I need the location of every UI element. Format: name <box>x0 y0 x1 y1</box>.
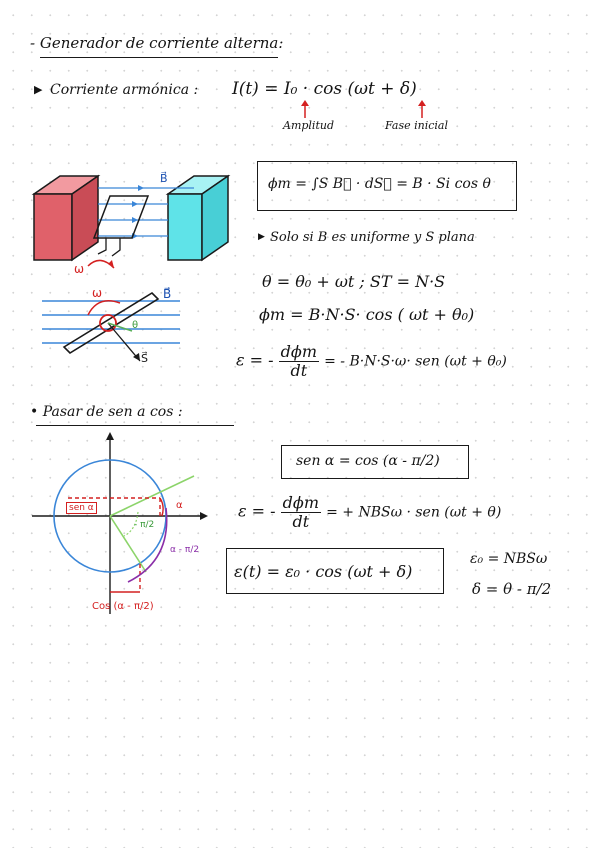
generator-figure <box>31 174 231 269</box>
emf2-rhs: = + NBSω · sen (ωt + θ) <box>326 504 502 521</box>
b-vector-label-top: B⃗ <box>160 172 168 185</box>
phase-label: Fase inicial <box>385 119 448 132</box>
magnet-right-side <box>201 174 229 262</box>
sen-alpha-label: sen α <box>66 502 97 514</box>
harmonic-label: Corriente armónica : <box>50 82 199 98</box>
eq-theta: θ = θ₀ + ωt ; ST = N·S <box>262 272 446 291</box>
unit-circle-figure <box>32 432 208 614</box>
b-vector-label-mid: B⃗ <box>163 287 172 301</box>
minus-pi2-label: - π/2 <box>134 520 155 530</box>
emf-den: dt <box>290 360 308 380</box>
theta-label: θ <box>132 320 139 331</box>
emf2-fraction: dϕm dt <box>280 493 321 531</box>
delta-eq: δ = θ - π/2 <box>472 580 552 598</box>
final-formula: ε(t) = ε₀ · cos (ωt + δ) <box>234 562 413 581</box>
emf2-den: dt <box>292 511 310 531</box>
eq-flux: ϕm = B·N·S· cos ( ωt + θ₀) <box>259 305 475 324</box>
omega-label-mid: ω <box>92 286 103 300</box>
section2-underline <box>36 425 234 426</box>
s-vector-label: S⃗ <box>141 352 148 365</box>
emf-rhs: = - B·N·S·ω· sen (ωt + θ₀) <box>324 353 507 370</box>
magnet-right-front <box>167 193 203 261</box>
emf-fraction: dϕm dt <box>278 342 319 380</box>
amplitude-arrow-icon <box>301 100 309 118</box>
phase-arrow-icon <box>418 100 426 118</box>
final-box <box>226 548 444 594</box>
alpha-label: α <box>176 500 183 511</box>
section-title-underline <box>40 57 278 58</box>
emf2-equation: ε = - dϕm dt = + NBSω · sen (ωt + θ) <box>238 494 501 530</box>
harmonic-formula: I(t) = I₀ · cos (ωt + δ) <box>232 79 417 99</box>
flux-box <box>257 161 517 211</box>
note-bullet-icon: ▶ <box>258 232 265 242</box>
coil-loop <box>92 195 150 239</box>
note-text: Solo si B es uniforme y S plana <box>270 230 475 245</box>
emf2-num: dϕm <box>280 493 321 513</box>
identity-formula: sen α = cos (α - π/2) <box>296 453 440 469</box>
emf-num: dϕm <box>278 342 319 362</box>
coil-plate <box>62 291 160 355</box>
alpha-minus-pi2-label: α - π/2 <box>170 545 200 555</box>
emf2-lhs: ε = - <box>238 501 276 521</box>
flux-formula: ϕm = ∫S B⃗ · dS⃗ = B · Si cos θ <box>268 176 491 192</box>
identity-box <box>281 445 469 479</box>
cos-label: Cos (α - π/2) <box>92 601 154 612</box>
side-view-figure <box>42 291 180 362</box>
emf-lhs: ε = - <box>236 350 274 370</box>
magnet-left-side <box>71 174 99 262</box>
eps0-eq: ε₀ = NBSω <box>470 551 548 567</box>
amplitude-label: Amplitud <box>283 119 334 132</box>
section-title-generator: - Generador de corriente alterna: <box>30 34 284 52</box>
emf-equation: ε = - dϕm dt = - B·N·S·ω· sen (ωt + θ₀) <box>236 343 507 379</box>
section-title-sen-cos: • Pasar de sen a cos : <box>30 404 183 420</box>
magnet-left-front <box>33 193 73 261</box>
omega-label-top: ω <box>74 262 85 276</box>
bullet-triangle-icon: ▶ <box>34 83 43 96</box>
